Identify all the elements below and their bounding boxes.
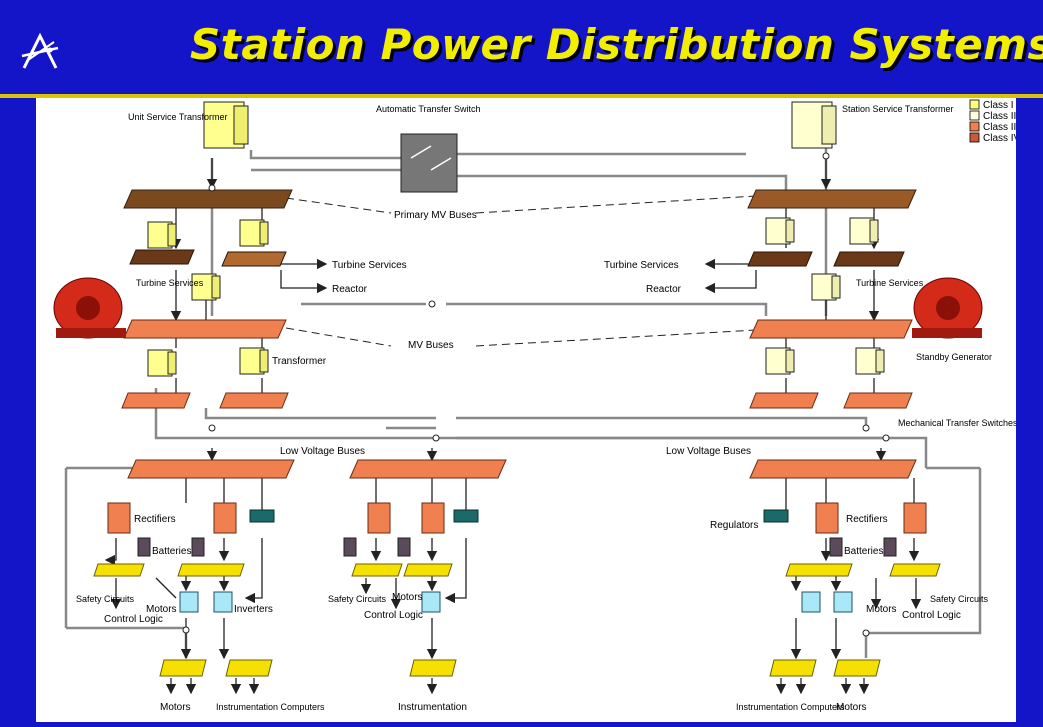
- label-primary-mv-buses: Primary MV Buses: [394, 210, 477, 221]
- page-title: Station Power Distribution Systems: [190, 20, 1043, 69]
- turbine-bus-left: [129, 249, 195, 265]
- unit-service-transformer: [203, 101, 249, 149]
- header-bar: [0, 0, 1043, 96]
- label-reactor-right: Reactor: [646, 284, 682, 295]
- diagram-canvas: Class I Class II Class III Class IV: [36, 98, 1016, 722]
- lv-feeder-bus-2: [219, 392, 289, 409]
- primary-mv-bus-right: [747, 189, 917, 209]
- label-mechanical-transfer-switches: Mechanical Transfer Switches: [898, 418, 1016, 428]
- regulator-boxes: [249, 509, 789, 523]
- lv-feeder-bus-1: [121, 392, 191, 409]
- primary-mv-bus-left: [123, 189, 293, 209]
- dc-buses: [93, 563, 941, 577]
- label-low-voltage-buses-left: Low Voltage Buses: [280, 446, 365, 457]
- legend-label-class-3: Class III: [983, 122, 1016, 133]
- label-inverters: Inverters: [234, 604, 273, 615]
- mv-bus-right: [749, 319, 913, 339]
- low-voltage-bus-right: [749, 459, 917, 479]
- label-motors-bottom-right: Motors: [836, 702, 867, 713]
- bottom-panels: [159, 659, 881, 677]
- label-control-logic-right: Control Logic: [902, 610, 961, 621]
- label-safety-circuits-left: Safety Circuits: [76, 594, 135, 604]
- label-transformer: Transformer: [272, 356, 327, 367]
- footer-strip: [0, 722, 1043, 727]
- automatic-transfer-switch: [400, 133, 458, 193]
- label-batteries-right: Batteries: [844, 546, 883, 557]
- label-motors-bottom-left: Motors: [160, 702, 191, 713]
- turbine-bus-right-2: [833, 251, 905, 267]
- label-automatic-transfer-switch: Automatic Transfer Switch: [376, 104, 481, 114]
- legend-label-class-1: Class I: [983, 100, 1014, 111]
- label-motors-left: Motors: [146, 604, 177, 615]
- switch-marks: [182, 152, 890, 637]
- legend-label-class-2: Class II: [983, 111, 1016, 122]
- small-transformer: [147, 217, 885, 377]
- legend-swatch-class-1: [969, 99, 980, 110]
- label-unit-service-transformer: Unit Service Transformer: [128, 112, 228, 122]
- turbine-bus-left-2: [221, 251, 287, 267]
- label-station-service-transformer: Station Service Transformer: [842, 104, 954, 114]
- standby-generator-left: [53, 277, 126, 339]
- label-instrumentation-mid: Instrumentation: [398, 702, 467, 713]
- rectifier-boxes: [107, 502, 927, 534]
- inverter-boxes: [179, 591, 853, 613]
- lv-feeder-bus-4: [843, 392, 913, 409]
- label-turbine-services-right: Turbine Services: [856, 278, 924, 288]
- header-divider: [0, 94, 1043, 98]
- diagram-labels: Unit Service Transformer Automatic Trans…: [76, 104, 1016, 713]
- connection-lines: [104, 158, 922, 695]
- label-instrumentation-computers-left: Instrumentation Computers: [216, 702, 325, 712]
- label-low-voltage-buses-right: Low Voltage Buses: [666, 446, 751, 457]
- label-batteries-left: Batteries: [152, 546, 191, 557]
- label-motors-mid: Motors: [392, 592, 423, 603]
- lv-feeder-bus-3: [749, 392, 819, 409]
- legend-label-class-4: Class IV: [983, 133, 1016, 144]
- label-rectifiers-left: Rectifiers: [134, 514, 176, 525]
- legend: Class I Class II Class III Class IV: [969, 99, 1016, 144]
- turbine-bus-right: [747, 251, 813, 267]
- atom-a-logo-icon: [21, 32, 59, 69]
- label-reactor-left: Reactor: [332, 284, 368, 295]
- label-turbine-services-feed-right: Turbine Services: [604, 260, 679, 271]
- label-control-logic-mid: Control Logic: [364, 610, 423, 621]
- label-regulators: Regulators: [710, 520, 758, 531]
- label-control-logic-left: Control Logic: [104, 614, 163, 625]
- label-turbine-services-left: Turbine Services: [136, 278, 204, 288]
- legend-swatch-class-4: [969, 132, 980, 143]
- low-voltage-bus-left: [127, 459, 295, 479]
- mv-bus-left: [123, 319, 287, 339]
- label-safety-circuits-mid: Safety Circuits: [328, 594, 387, 604]
- label-motors-right: Motors: [866, 604, 897, 615]
- legend-swatch-class-3: [969, 121, 980, 132]
- label-turbine-services-feed-left: Turbine Services: [332, 260, 407, 271]
- power-distribution-diagram: Class I Class II Class III Class IV: [53, 99, 1016, 713]
- label-standby-generator: Standby Generator: [916, 352, 992, 362]
- label-safety-circuits-right: Safety Circuits: [930, 594, 989, 604]
- label-mv-buses: MV Buses: [408, 340, 454, 351]
- legend-swatch-class-2: [969, 110, 980, 121]
- low-voltage-bus-mid: [349, 459, 507, 479]
- standby-generator-right: [912, 277, 983, 339]
- battery-icons: [137, 537, 897, 557]
- feed-lines: [64, 138, 982, 658]
- dashed-leaders: [285, 195, 757, 347]
- label-instrumentation-computers-right: Instrumentation Computers: [736, 702, 845, 712]
- station-service-transformer: [791, 101, 837, 149]
- label-rectifiers-right: Rectifiers: [846, 514, 888, 525]
